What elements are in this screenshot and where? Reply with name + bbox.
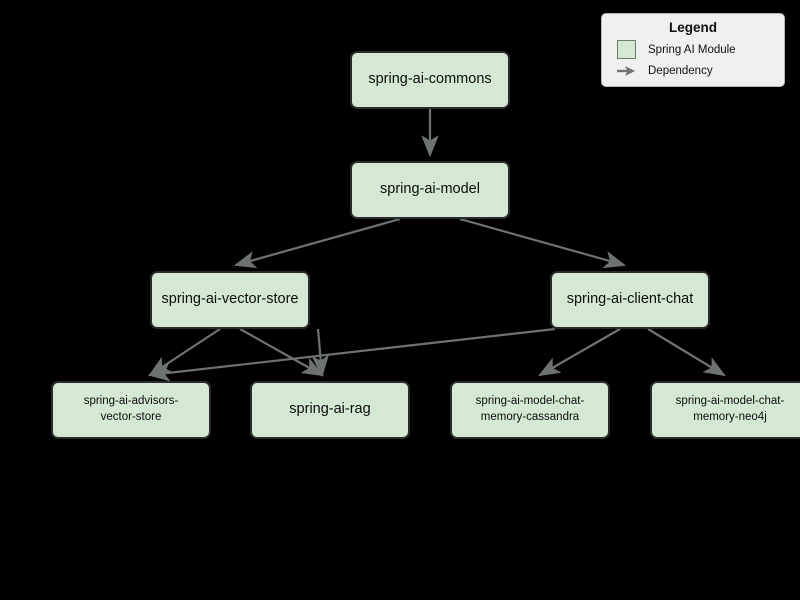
legend-panel: Legend Spring AI Module Dependency <box>601 13 785 87</box>
edge-client-chat-to-advisors-vs <box>147 327 556 382</box>
node-advisors-vs[interactable]: spring-ai-advisors- vector-store <box>51 381 211 439</box>
edge-vector-store-to-rag <box>239 328 324 377</box>
edge-vector-store-to-rag <box>311 328 330 378</box>
node-label: spring-ai-client-chat <box>566 291 694 308</box>
legend-item-dependency: Dependency <box>602 64 784 78</box>
node-label: spring-ai-model <box>380 181 480 198</box>
legend-item-dependency-label: Dependency <box>648 65 713 77</box>
legend-title: Legend <box>668 20 717 35</box>
node-memory-neo4j[interactable]: spring-ai-model-chat- memory-neo4j <box>650 381 800 439</box>
edge-model-to-client-chat <box>459 217 627 269</box>
edge-vector-store-to-advisors-vs <box>148 328 221 377</box>
node-label: spring-ai-commons <box>368 71 492 88</box>
legend-item-module-label: Spring AI Module <box>648 43 736 56</box>
node-client-chat[interactable]: spring-ai-client-chat <box>550 271 710 329</box>
node-model[interactable]: spring-ai-model <box>350 161 510 219</box>
edge-model-to-vector-store <box>233 217 401 269</box>
node-label: spring-ai-advisors- vector-store <box>83 395 179 423</box>
node-memory-cassandra[interactable]: spring-ai-model-chat- memory-cassandra <box>450 381 610 439</box>
legend-item-module: Spring AI Module <box>602 40 784 59</box>
node-label: spring-ai-rag <box>289 401 371 418</box>
dependency-arrow-icon <box>617 66 635 76</box>
edge-client-chat-to-memory-cassandra <box>538 328 621 377</box>
module-swatch-icon <box>617 40 636 59</box>
node-label: spring-ai-model-chat- memory-cassandra <box>475 395 585 423</box>
node-label: spring-ai-model-chat- memory-neo4j <box>675 395 785 423</box>
node-rag[interactable]: spring-ai-rag <box>250 381 410 439</box>
node-commons[interactable]: spring-ai-commons <box>350 51 510 109</box>
edge-client-chat-to-memory-neo4j <box>647 328 726 377</box>
node-label: spring-ai-vector-store <box>161 291 299 308</box>
node-vector-store[interactable]: spring-ai-vector-store <box>150 271 310 329</box>
